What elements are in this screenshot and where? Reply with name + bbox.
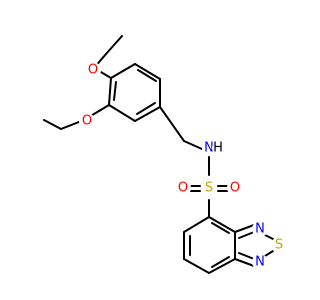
bond <box>238 252 255 260</box>
bond <box>108 104 136 122</box>
nitrogen-atom-label: N <box>255 255 265 270</box>
nitrogen-atom-label: N <box>204 141 214 156</box>
bond <box>113 81 117 101</box>
bond <box>110 63 136 79</box>
bond <box>238 231 255 239</box>
bond <box>264 234 274 240</box>
bond <box>183 140 203 150</box>
bond <box>234 258 255 267</box>
bond <box>105 35 123 55</box>
bond <box>108 77 112 106</box>
oxygen-atom-label: O <box>88 63 98 78</box>
oxygen-atom-label: O <box>178 181 188 196</box>
bond <box>208 258 236 274</box>
sulfur-atom-label: S <box>205 181 213 196</box>
bond <box>183 258 210 274</box>
bonds <box>43 35 274 274</box>
molecule-structure: O O N H S O O N S N <box>43 35 287 274</box>
bond <box>211 222 230 234</box>
atom-labels: O O N H S O O N S N <box>79 62 287 270</box>
sulfur-atom-label: S <box>275 238 283 253</box>
bond <box>183 216 210 233</box>
oxygen-atom-label: O <box>82 114 92 129</box>
bond <box>234 224 255 233</box>
bond <box>211 256 230 268</box>
bond <box>134 106 161 122</box>
oxygen-atom-label: O <box>230 181 240 196</box>
bond <box>136 102 156 115</box>
bond <box>264 250 274 257</box>
hydrogen-atom-label: H <box>213 141 223 156</box>
bond <box>208 216 236 233</box>
bond <box>43 119 62 130</box>
nitrogen-atom-label: N <box>255 222 265 237</box>
bond <box>137 69 157 82</box>
bond <box>134 63 161 80</box>
bond <box>159 106 185 142</box>
